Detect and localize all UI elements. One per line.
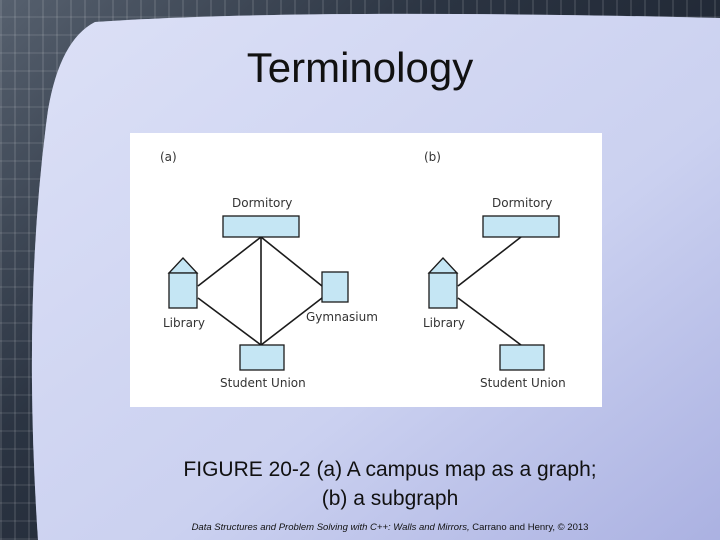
node-gymnasium-label: Gymnasium xyxy=(306,310,378,324)
node-library-label: Library xyxy=(163,316,205,330)
edge-dormitory-gymnasium xyxy=(260,236,323,287)
graph-diagram: (a) (b) Dormitory Library Gymnasium Stud… xyxy=(160,150,566,390)
credit-book-title: Data Structures and Problem Solving with… xyxy=(191,522,470,533)
node-b-dormitory xyxy=(482,215,560,238)
node-b-library xyxy=(428,272,458,309)
node-student-union-label: Student Union xyxy=(220,376,306,390)
node-b-library-label: Library xyxy=(423,316,465,330)
edge-gymnasium-student-union xyxy=(260,297,323,346)
node-dormitory-label: Dormitory xyxy=(232,196,292,210)
slide-title: Terminology xyxy=(246,44,474,91)
caption-line-2: (b) a subgraph xyxy=(321,487,459,510)
panel-a-label: (a) xyxy=(160,150,177,164)
campus-graph-figure: (a) (b) Dormitory Library Gymnasium Stud… xyxy=(130,133,602,407)
node-b-dormitory-label: Dormitory xyxy=(492,196,552,210)
library-roof-icon xyxy=(167,257,199,274)
credit-authors: Carrano and Henry, © 2013 xyxy=(469,522,589,533)
node-student-union xyxy=(239,344,285,371)
edge-b-dormitory-library xyxy=(457,236,522,287)
library-roof-icon xyxy=(427,257,459,274)
edge-b-library-student-union xyxy=(457,297,522,346)
figure-caption: FIGURE 20-2 (a) A campus map as a graph;… xyxy=(100,455,680,513)
edge-library-student-union xyxy=(197,297,262,346)
caption-line-1: FIGURE 20-2 (a) A campus map as a graph; xyxy=(183,458,597,481)
node-dormitory xyxy=(222,215,300,238)
node-b-student-union-label: Student Union xyxy=(480,376,566,390)
edge-dormitory-library xyxy=(197,236,262,287)
node-library xyxy=(168,272,198,309)
footer-credit: Data Structures and Problem Solving with… xyxy=(100,522,680,533)
panel-b-label: (b) xyxy=(424,150,441,164)
node-gymnasium xyxy=(321,271,349,303)
node-b-student-union xyxy=(499,344,545,371)
